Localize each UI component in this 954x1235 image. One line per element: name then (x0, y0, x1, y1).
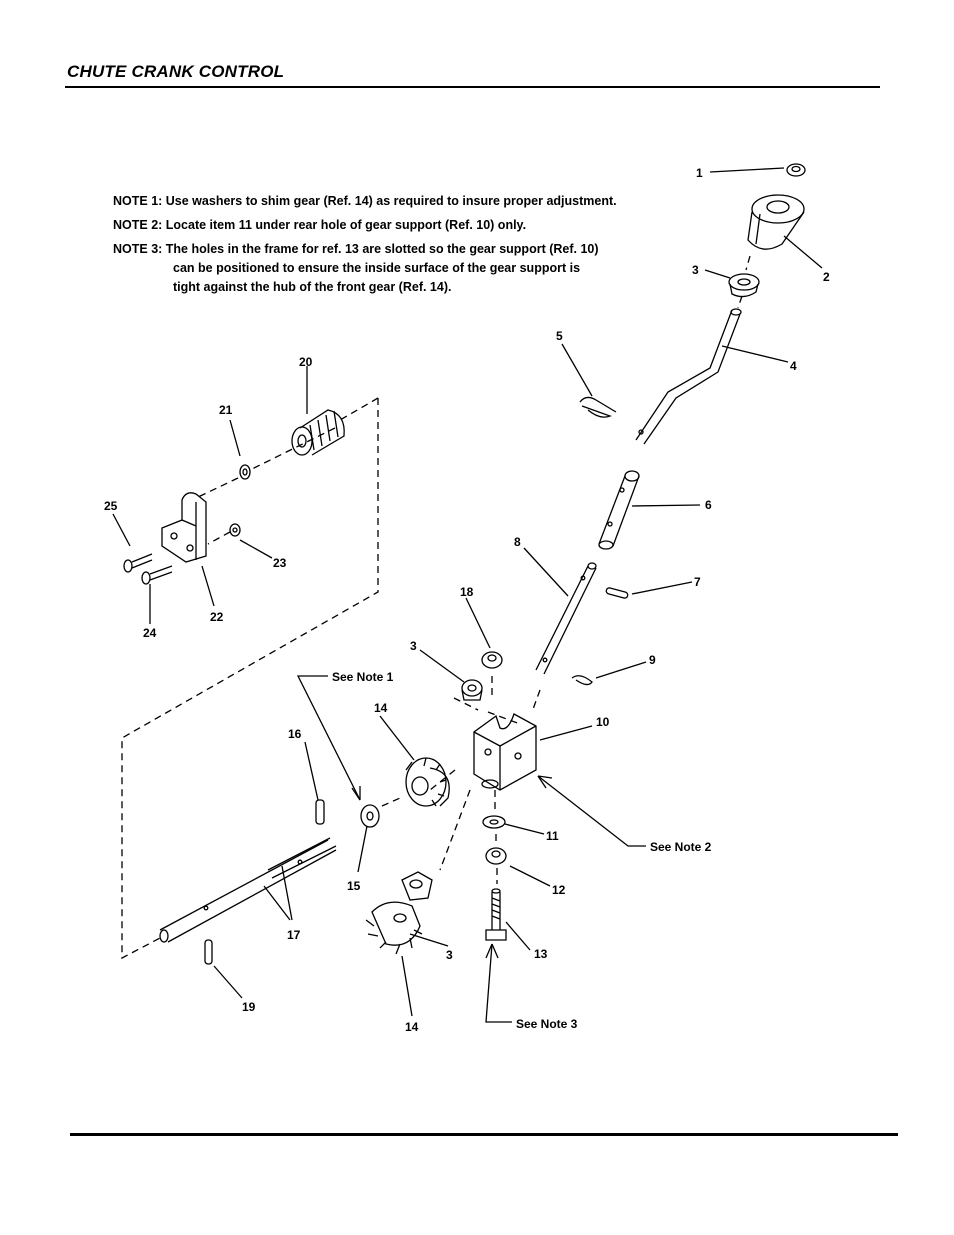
part-5-hairpin-clip (579, 396, 617, 418)
callout-25: 25 (104, 499, 118, 513)
part-3-bushing-top (728, 273, 760, 298)
part-15-washer (360, 804, 380, 828)
page-title: CHUTE CRANK CONTROL (67, 62, 285, 81)
note-3-line-3: tight against the hub of the front gear … (173, 280, 452, 294)
part-7-pin (605, 587, 629, 599)
part-14-gear-upper (405, 757, 450, 807)
callout-16: 16 (288, 727, 302, 741)
callout-19: 19 (242, 1000, 256, 1014)
callout-18: 18 (460, 585, 474, 599)
callout-17: 17 (287, 928, 301, 942)
callout-21: 21 (219, 403, 233, 417)
note-1: NOTE 1: Use washers to shim gear (Ref. 1… (113, 194, 617, 208)
callout-4: 4 (790, 359, 797, 373)
part-16-roll-pin (315, 799, 325, 825)
see-note-1-label: See Note 1 (332, 670, 394, 684)
callout-7: 7 (694, 575, 701, 589)
callout-14-upper: 14 (374, 701, 388, 715)
callout-24: 24 (143, 626, 157, 640)
note-3-line-1: NOTE 3: The holes in the frame for ref. … (113, 242, 599, 256)
callout-22: 22 (210, 610, 224, 624)
part-8-shaft (535, 562, 597, 675)
callout-6: 6 (705, 498, 712, 512)
part-3-bushing-middle (461, 679, 483, 701)
part-10-gear-support (473, 713, 537, 791)
part-22-bracket (161, 492, 207, 563)
see-note-3-label: See Note 3 (516, 1017, 578, 1031)
callout-23: 23 (273, 556, 287, 570)
part-19-roll-pin (204, 939, 213, 965)
part-4-crank-rod (635, 308, 742, 445)
see-note-2-label: See Note 2 (650, 840, 712, 854)
part-2-crank-knob (747, 194, 805, 250)
part-14-gear-lower (365, 901, 423, 955)
callout-14-lower: 14 (405, 1020, 419, 1034)
callout-1: 1 (696, 166, 703, 180)
callout-11: 11 (546, 829, 559, 843)
callout-3-middle: 3 (410, 639, 417, 653)
note-3-line-2: can be positioned to ensure the inside s… (173, 261, 581, 275)
callout-10: 10 (596, 715, 610, 729)
part-12-nut (485, 847, 507, 865)
part-21-washer (239, 464, 251, 480)
header-rule (65, 86, 880, 88)
part-24-screw (141, 565, 173, 585)
leader-lines (112, 167, 823, 1023)
part-20-worm-gear (291, 409, 345, 456)
footer-rule (70, 1133, 898, 1136)
callout-5: 5 (556, 329, 563, 343)
callout-8: 8 (514, 535, 521, 549)
part-3-bushing-lower (401, 871, 433, 901)
part-9-spring-clip (571, 675, 593, 686)
part-23-nut (229, 523, 241, 537)
callout-2: 2 (823, 270, 830, 284)
callout-20: 20 (299, 355, 313, 369)
callout-3-lower: 3 (446, 948, 453, 962)
callout-3-top: 3 (692, 263, 699, 277)
callout-12: 12 (552, 883, 566, 897)
part-25-screw (123, 553, 153, 573)
part-11-washer (482, 815, 506, 829)
note-2: NOTE 2: Locate item 11 under rear hole o… (113, 218, 527, 232)
callout-15: 15 (347, 879, 361, 893)
callout-13: 13 (534, 947, 548, 961)
part-18-nut (481, 651, 503, 669)
part-13-bolt (485, 888, 507, 941)
callout-9: 9 (649, 653, 656, 667)
callout-labels: 1 2 3 4 5 6 7 8 9 10 11 12 13 18 3 14 16… (104, 166, 830, 1034)
part-6-coupler-tube (598, 470, 640, 550)
part-1-nut (786, 163, 806, 177)
part-17-lower-shaft (159, 837, 337, 943)
